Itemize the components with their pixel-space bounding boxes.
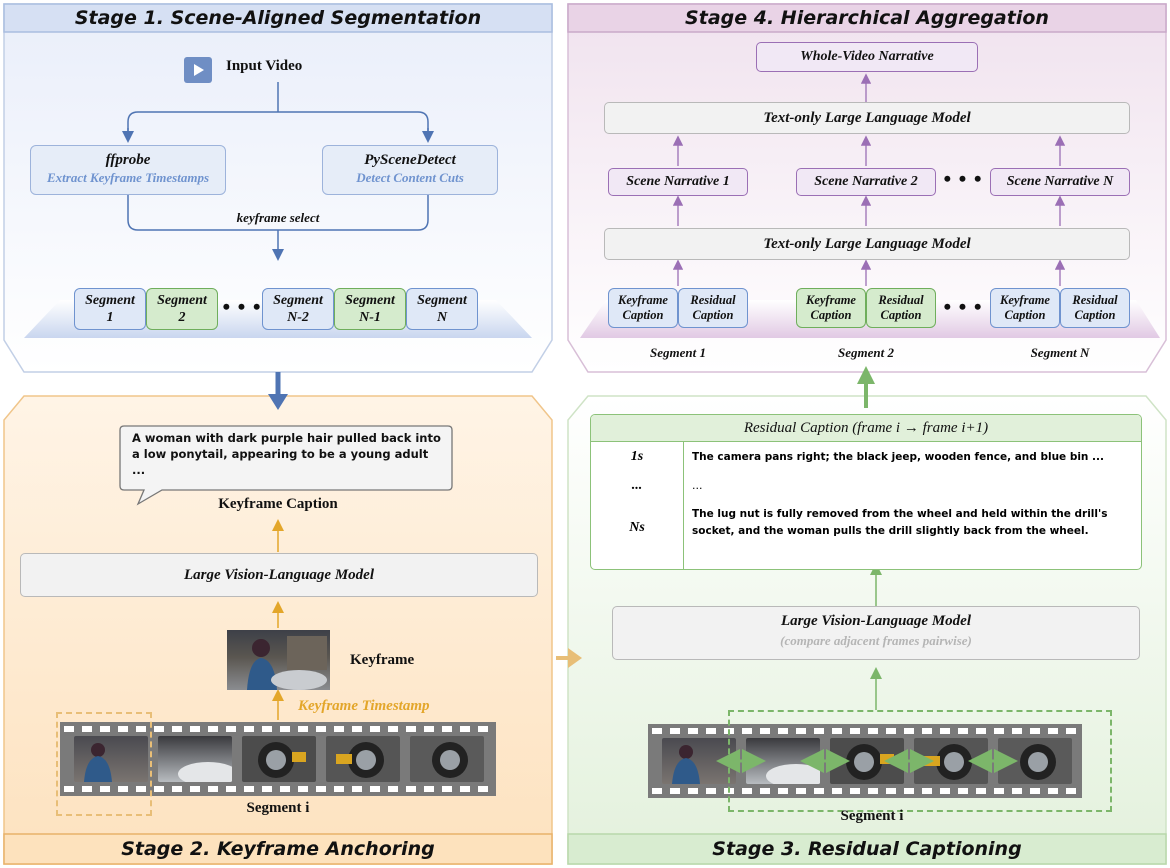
table-row: 1s The camera pans right; the black jeep… (591, 442, 1141, 472)
row-time: Ns (591, 500, 684, 569)
narrative-ellipsis: • • • (943, 166, 983, 191)
residual-table-header: Residual Caption (frame i → frame i+1) (591, 415, 1141, 442)
row-text: ... (692, 479, 703, 492)
video-play-icon (184, 57, 212, 83)
segment-box-2: Segment 2 (146, 288, 218, 330)
table-row: ... ... (591, 472, 1141, 500)
text-llm-bottom-box: Text-only Large Language Model (604, 228, 1130, 260)
segment-box-n-1: Segment N-1 (334, 288, 406, 330)
scene-narrative-1-box: Scene Narrative 1 (608, 168, 748, 196)
stage2-lvlm-box: Large Vision-Language Model (20, 553, 538, 597)
segment-ellipsis: • • • (222, 294, 262, 319)
keyframe-image (227, 630, 330, 690)
stage2-filmstrip (60, 722, 496, 796)
film-frame-5 (410, 736, 484, 782)
stage2-segment-i-label: Segment i (246, 800, 310, 816)
text-llm-top-box: Text-only Large Language Model (604, 102, 1130, 134)
stage4-segment-1-label: Segment 1 (650, 345, 706, 360)
film-frame-4 (326, 736, 400, 782)
stage4-title: Stage 4. Hierarchical Aggregation (685, 7, 1049, 29)
stage3-title: Stage 3. Residual Captioning (712, 838, 1022, 860)
ffprobe-subtitle: Extract Keyframe Timestamps (47, 170, 209, 185)
keyframe-label: Keyframe (350, 652, 415, 668)
seg2-residual-caption: Residual Caption (866, 288, 936, 328)
pyscenedetect-box: PySceneDetect Detect Content Cuts (322, 145, 498, 195)
stage4-segment-n-label: Segment N (1030, 345, 1090, 360)
seg2-keyframe-caption: Keyframe Caption (796, 288, 866, 328)
residual-caption-table: Residual Caption (frame i → frame i+1) 1… (590, 414, 1142, 570)
ffprobe-box: ffprobe Extract Keyframe Timestamps (30, 145, 226, 195)
segment-box-n: Segment N (406, 288, 478, 330)
whole-video-narrative-box: Whole-Video Narrative (756, 42, 978, 72)
film-frame-3 (242, 736, 316, 782)
row-time: ... (591, 472, 684, 500)
keyframe-selection-box (56, 712, 152, 816)
pyscenedetect-title: PySceneDetect (364, 152, 456, 168)
input-video-label: Input Video (226, 58, 303, 74)
segment-box-1: Segment 1 (74, 288, 146, 330)
stage3-segment-i-label: Segment i (840, 808, 904, 824)
ffprobe-title: ffprobe (105, 152, 151, 168)
keyframe-select-label: keyframe select (236, 210, 320, 225)
segment-selection-box (728, 710, 1112, 812)
segment-box-n-2: Segment N-2 (262, 288, 334, 330)
caption-ellipsis: • • • (943, 294, 983, 319)
stage4-segment-2-label: Segment 2 (838, 345, 894, 360)
stage2-title: Stage 2. Keyframe Anchoring (121, 838, 435, 860)
keyframe-caption-text: A woman with dark purple hair pulled bac… (132, 431, 441, 477)
keyframe-caption-label: Keyframe Caption (218, 496, 338, 512)
stage3-lvlm-title: Large Vision-Language Model (780, 613, 971, 629)
row-time: 1s (591, 442, 684, 472)
stage3-lvlm-subtitle: (compare adjacent frames pairwise) (780, 633, 972, 648)
seg1-residual-caption: Residual Caption (678, 288, 748, 328)
scene-narrative-2-box: Scene Narrative 2 (796, 168, 936, 196)
table-row: Ns The lug nut is fully removed from the… (591, 500, 1141, 569)
film-frame-2 (158, 736, 238, 786)
stage1-title: Stage 1. Scene-Aligned Segmentation (74, 7, 482, 29)
segn-keyframe-caption: Keyframe Caption (990, 288, 1060, 328)
speech-bubble (119, 425, 453, 506)
scene-narrative-n-box: Scene Narrative N (990, 168, 1130, 196)
row-text: The camera pans right; the black jeep, w… (692, 451, 1105, 463)
seg1-keyframe-caption: Keyframe Caption (608, 288, 678, 328)
keyframe-timestamp-label: Keyframe Timestamp (298, 698, 430, 714)
film-frame-1 (74, 736, 148, 782)
row-text: The lug nut is fully removed from the wh… (692, 508, 1108, 537)
segn-residual-caption: Residual Caption (1060, 288, 1130, 328)
pyscenedetect-subtitle: Detect Content Cuts (356, 170, 464, 185)
stage3-lvlm-box: Large Vision-Language Model (compare adj… (612, 606, 1140, 660)
